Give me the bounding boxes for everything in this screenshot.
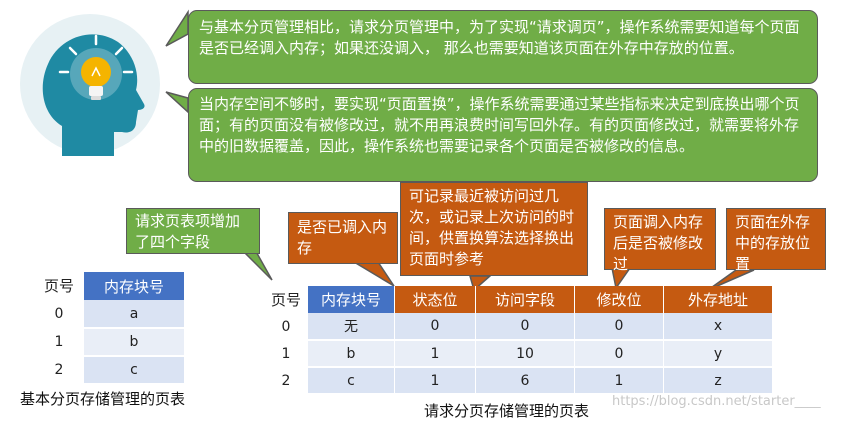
- memory-block-cell: b: [308, 340, 395, 368]
- page-no-label: 页号: [270, 291, 301, 309]
- modified-bit-cell: 1: [574, 367, 664, 395]
- access-field-cell: 6: [475, 367, 575, 395]
- basic-page-table-container: 页号 内存块号 0 a 1 b 2 c: [34, 272, 184, 385]
- head-lightbulb-icon: [20, 14, 160, 156]
- status-bit-cell: 1: [394, 367, 476, 395]
- modified-bit-cell: 0: [574, 340, 664, 368]
- page-number: 1: [281, 345, 291, 362]
- callout-access-field-text: 可记录最近被访问过几次，或记录上次访问的时间，供置换算法选择换出页面时参考: [409, 187, 575, 268]
- access-field-cell: 10: [475, 340, 575, 368]
- memory-block-cell: c: [84, 356, 184, 385]
- modified-bit-cell: 0: [574, 313, 664, 341]
- memory-block-cell: a: [84, 300, 184, 329]
- callout-added-fields: 请求页表项增加了四个字段: [126, 208, 260, 254]
- external-address-cell: z: [663, 367, 773, 395]
- callout-modified-text: 页面调入内存后是否被修改过: [613, 213, 704, 273]
- page-number: 1: [34, 328, 84, 357]
- request-table-caption: 请求分页存储管理的页表: [424, 402, 590, 420]
- page-number: 2: [281, 372, 291, 389]
- page-no-label: 页号: [34, 272, 84, 301]
- header-modified-bit: 修改位: [574, 286, 664, 313]
- basic-page-table: 页号 内存块号 0 a 1 b 2 c: [34, 272, 184, 385]
- memory-block-cell: c: [308, 367, 395, 395]
- callout-page-replacement: 当内存空间不够时，要实现“页面置换”，操作系统需要通过某些指标来决定到底换出哪个…: [188, 88, 818, 182]
- callout-added-fields-text: 请求页表项增加了四个字段: [135, 212, 241, 251]
- request-page-table: 页号 内存块号 状态位 访问字段 修改位 外存地址 0 无 0 0 0 x 1 …: [264, 286, 773, 395]
- callout-in-memory: 是否已调入内存: [288, 212, 398, 264]
- memory-block-cell: b: [84, 328, 184, 357]
- callout-in-memory-text: 是否已调入内存: [297, 218, 388, 257]
- external-address-cell: y: [663, 340, 773, 368]
- callout-external-location: 页面在外存中的存放位置: [726, 208, 826, 273]
- status-bit-cell: 0: [394, 313, 476, 341]
- status-bit-cell: 1: [394, 340, 476, 368]
- header-external-address: 外存地址: [663, 286, 773, 313]
- header-access-field: 访问字段: [475, 286, 575, 313]
- page-number: 2: [34, 356, 84, 385]
- callout-external-location-text: 页面在外存中的存放位置: [735, 213, 811, 273]
- callout-access-field: 可记录最近被访问过几次，或记录上次访问的时间，供置换算法选择换出页面时参考: [400, 182, 588, 276]
- access-field-cell: 0: [475, 313, 575, 341]
- header-status-bit: 状态位: [394, 286, 476, 313]
- callout-request-paging-text: 与基本分页管理相比，请求分页管理中，为了实现“请求调页”，操作系统需要知道每个页…: [199, 18, 800, 57]
- watermark: https://blog.csdn.net/starter____: [612, 394, 821, 409]
- callout-page-replacement-text: 当内存空间不够时，要实现“页面置换”，操作系统需要通过某些指标来决定到底换出哪个…: [199, 95, 800, 155]
- header-memory-block: 内存块号: [84, 272, 184, 300]
- basic-table-caption: 基本分页存储管理的页表: [20, 390, 186, 408]
- page-number: 0: [34, 300, 84, 329]
- header-memory-block: 内存块号: [308, 286, 395, 313]
- page-number: 0: [281, 318, 291, 335]
- memory-block-cell: 无: [308, 313, 395, 341]
- callout-modified: 页面调入内存后是否被修改过: [604, 208, 716, 273]
- external-address-cell: x: [663, 313, 773, 341]
- callout-request-paging: 与基本分页管理相比，请求分页管理中，为了实现“请求调页”，操作系统需要知道每个页…: [188, 10, 818, 84]
- request-page-table-container: 页号 内存块号 状态位 访问字段 修改位 外存地址 0 无 0 0 0 x 1 …: [264, 286, 773, 395]
